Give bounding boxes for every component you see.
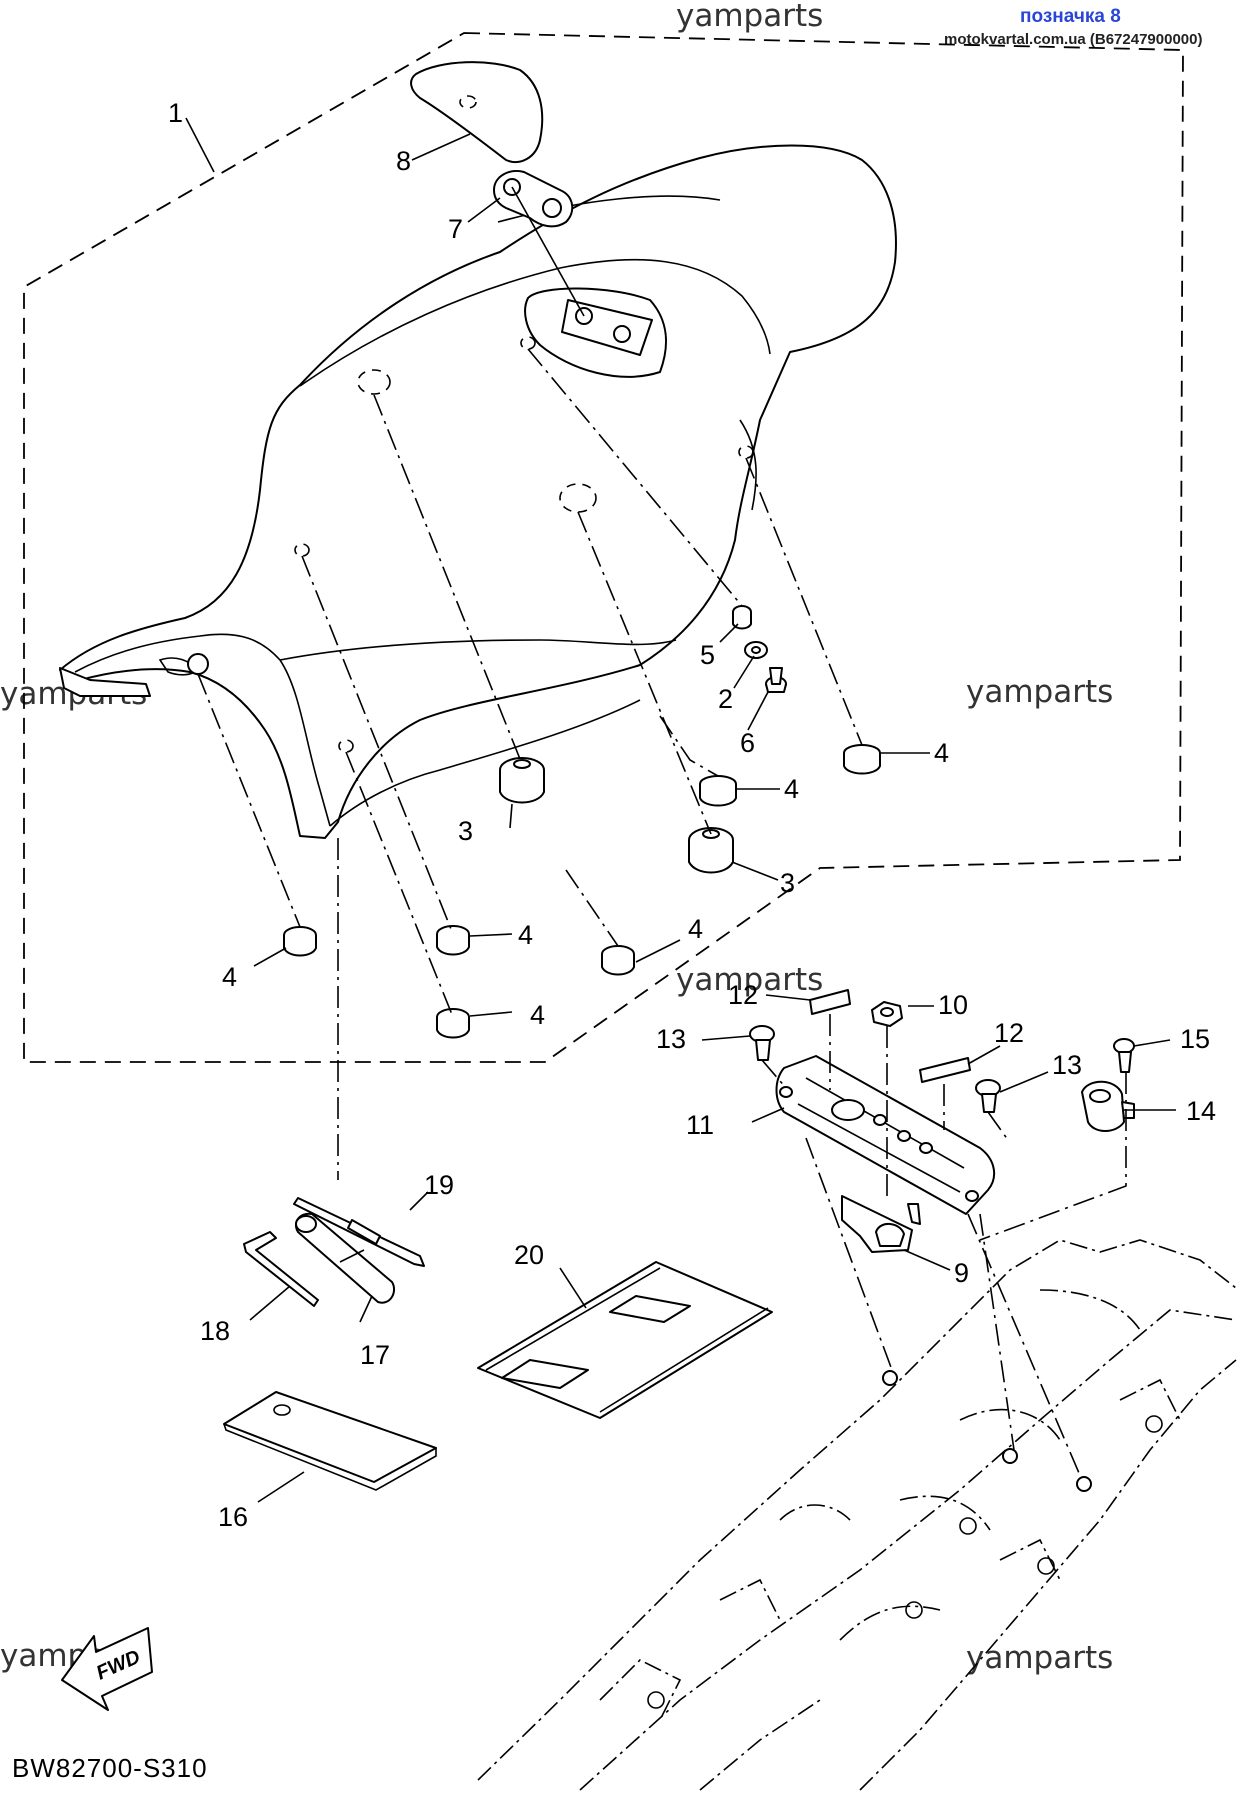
callout-3-left: 3 [458, 816, 473, 846]
label-part-12-top [809, 989, 851, 1015]
callout-18: 18 [200, 1316, 230, 1346]
diagram-code: BW82700-S310 [12, 1753, 208, 1783]
watermark-bottom-right: yamparts [966, 1640, 1113, 1676]
label-part-12-right [919, 1057, 971, 1083]
owners-manual-part-20 [477, 1261, 773, 1419]
callout-5: 5 [700, 640, 715, 670]
bolt-part-13-right [975, 1079, 1001, 1113]
callout-6: 6 [740, 728, 755, 758]
watermark-middle: yamparts [676, 962, 823, 998]
bolt-part-15 [1113, 1038, 1135, 1073]
callout-19: 19 [424, 1170, 454, 1200]
callout-1: 1 [168, 98, 183, 128]
callout-3-right: 3 [780, 868, 795, 898]
washer-part-7 [493, 170, 574, 228]
damper-part-3-right [688, 827, 734, 874]
callout-4-center: 4 [688, 914, 703, 944]
callout-4-mid-right: 4 [784, 774, 799, 804]
source-line: motokvartal.com.ua (B67247900000) [944, 31, 1202, 48]
damper-part-4-bottom [436, 1008, 470, 1039]
callout-9: 9 [954, 1258, 969, 1288]
callout-10: 10 [938, 990, 968, 1020]
clamp-part-14 [1081, 1080, 1135, 1132]
callout-4-left: 4 [222, 962, 237, 992]
callout-14: 14 [1186, 1096, 1216, 1126]
callout-16: 16 [218, 1502, 248, 1532]
bolt-part-13-left [749, 1025, 775, 1061]
callout-11: 11 [686, 1110, 714, 1140]
damper-part-4-right [843, 744, 881, 775]
callout-12-right: 12 [994, 1018, 1024, 1048]
callout-4-bottom: 4 [530, 1000, 545, 1030]
fwd-arrow-icon: FWD [61, 1627, 153, 1711]
callout-13-left: 13 [656, 1024, 686, 1054]
bracket-part-11 [775, 1055, 996, 1215]
callout-12-top: 12 [728, 980, 758, 1010]
callout-2: 2 [718, 684, 733, 714]
damper-part-4-left [283, 926, 317, 957]
watermark-right: yamparts [966, 674, 1113, 710]
callout-4-right: 4 [934, 738, 949, 768]
hex-wrench-part-18 [243, 1231, 319, 1307]
seat-cap-part-8 [410, 61, 544, 163]
callout-8: 8 [396, 146, 411, 176]
handle-part-17 [294, 1212, 396, 1304]
callout-15: 15 [1180, 1024, 1210, 1054]
damper-part-4-center-left [436, 925, 470, 956]
seat-assembly-boundary [23, 32, 1184, 1063]
callout-20: 20 [514, 1240, 544, 1270]
callout-13-right: 13 [1052, 1050, 1082, 1080]
bolt-part-6 [765, 667, 787, 693]
callout-7: 7 [448, 214, 463, 244]
watermark-top: yamparts [676, 0, 823, 34]
washer-part-2 [744, 641, 768, 659]
site-label[interactable]: позначка 8 [1020, 6, 1121, 27]
collar-part-5 [732, 605, 752, 630]
damper-part-4-center [601, 945, 635, 976]
tool-bag-part-16 [223, 1391, 437, 1491]
seat-lock-part-9 [841, 1195, 921, 1253]
rear-frame [477, 1239, 1237, 1791]
screwdriver-part-19 [293, 1197, 425, 1267]
damper-part-4-mid-right [699, 775, 737, 807]
seat [59, 144, 897, 839]
callout-17: 17 [360, 1340, 390, 1370]
nut-part-10 [871, 1001, 903, 1027]
damper-part-3-left [499, 757, 545, 804]
callout-4-center-left: 4 [518, 920, 533, 950]
